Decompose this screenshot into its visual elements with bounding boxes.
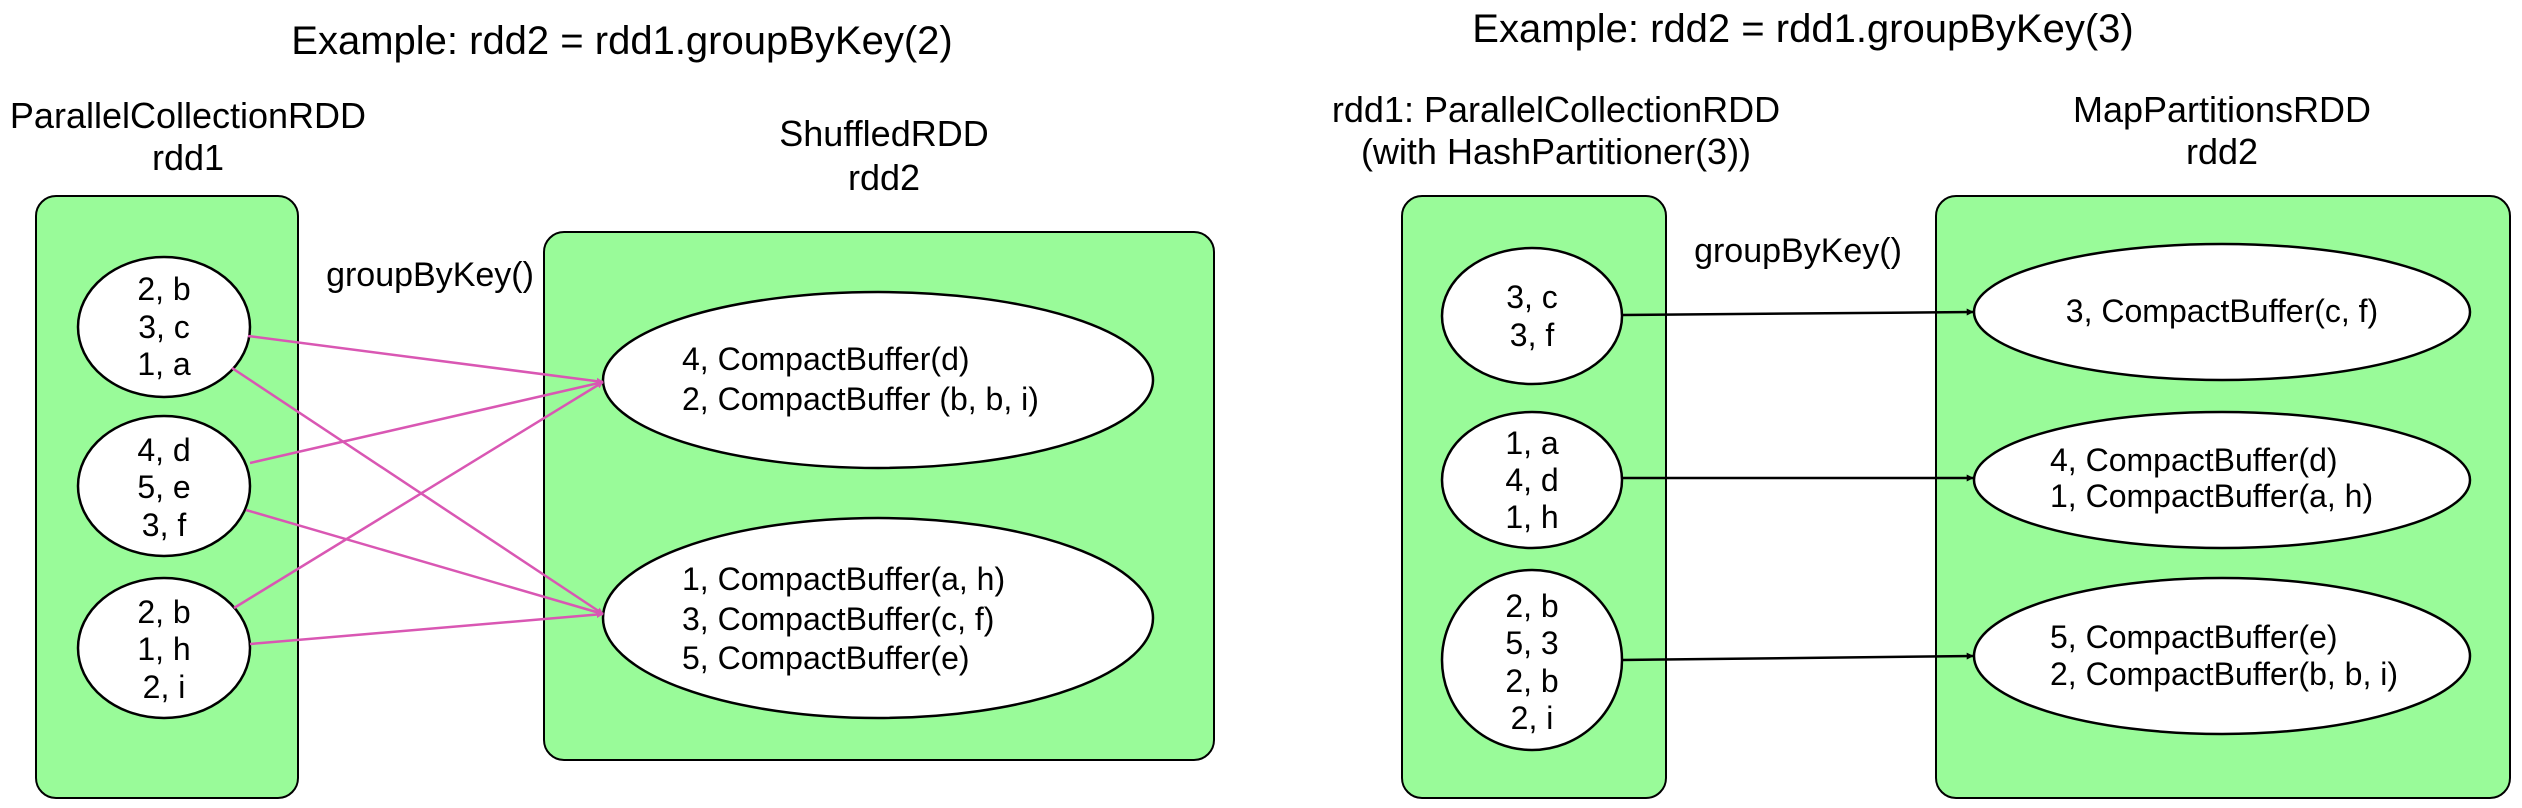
shuffle-arrow	[233, 380, 604, 610]
record: 1, h	[1505, 499, 1558, 535]
record: 5, CompactBuffer(e)	[2050, 619, 2338, 655]
right-example: Example: rdd2 = rdd1.groupByKey(3) rdd1:…	[1332, 7, 2511, 799]
right-source-partition-1: 3, c 3, f	[1440, 246, 1624, 386]
record: 3, CompactBuffer(c, f)	[682, 601, 994, 637]
left-target-partition-2: 1, CompactBuffer(a, h) 3, CompactBuffer(…	[601, 516, 1155, 720]
right-source-partition-2: 1, a 4, d 1, h	[1440, 410, 1624, 550]
left-example: Example: rdd2 = rdd1.groupByKey(2) Paral…	[10, 19, 1215, 799]
right-source-rdd-note: (with HashPartitioner(3))	[1361, 131, 1751, 172]
record: 1, h	[137, 631, 190, 667]
record: 5, e	[137, 469, 190, 505]
right-arrows	[1621, 308, 1974, 662]
shuffle-arrow	[245, 508, 604, 616]
record: 2, CompactBuffer(b, b, i)	[2050, 656, 2398, 692]
record: 1, CompactBuffer(a, h)	[682, 561, 1005, 597]
left-title: Example: rdd2 = rdd1.groupByKey(2)	[291, 19, 952, 63]
record: 2, b	[1505, 663, 1558, 699]
right-target-rdd-name: MapPartitionsRDD	[2073, 89, 2371, 130]
record: 2, CompactBuffer (b, b, i)	[682, 381, 1039, 417]
left-target-rdd-name: ShuffledRDD	[779, 113, 988, 154]
left-shuffle-arrows	[231, 334, 604, 646]
record: 1, a	[137, 346, 191, 382]
record: 3, f	[1510, 317, 1555, 353]
right-target-partition-2: 4, CompactBuffer(d) 1, CompactBuffer(a, …	[1972, 410, 2472, 550]
left-source-rdd-var: rdd1	[152, 137, 224, 178]
record: 4, CompactBuffer(d)	[682, 341, 970, 377]
record: 5, CompactBuffer(e)	[682, 640, 970, 676]
shuffle-arrow	[231, 366, 604, 616]
right-target-partition-1: 3, CompactBuffer(c, f)	[1972, 242, 2472, 382]
record: 2, i	[143, 669, 186, 705]
record: 2, b	[137, 271, 190, 307]
record: 3, c	[1506, 279, 1558, 315]
right-operation-label: groupByKey()	[1694, 232, 1902, 270]
partition-arrow	[1621, 308, 1974, 317]
record: 3, f	[142, 507, 187, 543]
right-title: Example: rdd2 = rdd1.groupByKey(3)	[1472, 7, 2133, 51]
record: 1, CompactBuffer(a, h)	[2050, 478, 2373, 514]
shuffle-arrow	[249, 379, 604, 465]
record: 4, d	[1505, 462, 1558, 498]
record: 4, d	[137, 432, 190, 468]
right-source-rdd-name: rdd1: ParallelCollectionRDD	[1332, 89, 1780, 130]
shuffle-arrow	[249, 611, 604, 646]
record: 4, CompactBuffer(d)	[2050, 442, 2338, 478]
right-target-partition-3: 5, CompactBuffer(e) 2, CompactBuffer(b, …	[1972, 576, 2472, 736]
record: 1, a	[1505, 425, 1559, 461]
partition-arrow	[1621, 652, 1974, 662]
left-source-rdd-name: ParallelCollectionRDD	[10, 95, 366, 136]
record: 3, CompactBuffer(c, f)	[2066, 293, 2378, 329]
left-target-rdd-var: rdd2	[848, 157, 920, 198]
left-source-partition-1: 2, b 3, c 1, a	[76, 255, 252, 399]
right-source-partition-3: 2, b 5, 3 2, b 2, i	[1440, 568, 1624, 752]
record: 2, b	[137, 594, 190, 630]
left-source-partition-3: 2, b 1, h 2, i	[76, 576, 252, 720]
left-source-partition-2: 4, d 5, e 3, f	[76, 414, 252, 558]
right-target-rdd-var: rdd2	[2186, 131, 2258, 172]
record: 3, c	[138, 309, 190, 345]
record: 2, i	[1511, 700, 1554, 736]
record: 2, b	[1505, 588, 1558, 624]
left-target-partition-1: 4, CompactBuffer(d) 2, CompactBuffer (b,…	[601, 290, 1155, 470]
left-operation-label: groupByKey()	[326, 256, 534, 294]
shuffle-arrow	[247, 334, 604, 385]
record: 5, 3	[1505, 625, 1558, 661]
